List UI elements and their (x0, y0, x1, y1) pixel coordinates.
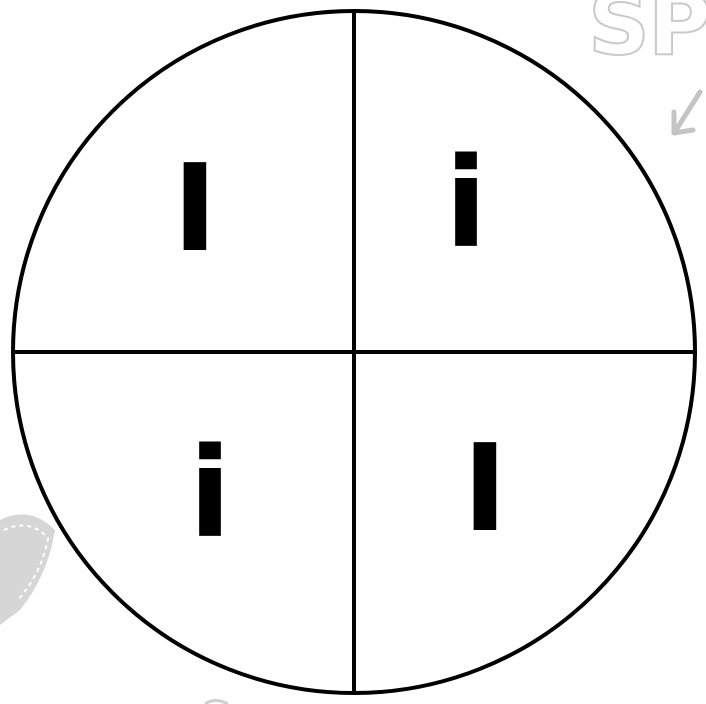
quadrant-top-left-letter: I (135, 150, 255, 270)
quadrant-bottom-right-letter: I (425, 430, 545, 550)
quadrant-top-right-letter: i (406, 142, 526, 266)
quadrant-bottom-left-letter: i (150, 432, 270, 556)
arrow-down-left-icon (674, 92, 700, 133)
decorative-curve (205, 701, 228, 704)
stitched-badge-icon (0, 514, 55, 625)
